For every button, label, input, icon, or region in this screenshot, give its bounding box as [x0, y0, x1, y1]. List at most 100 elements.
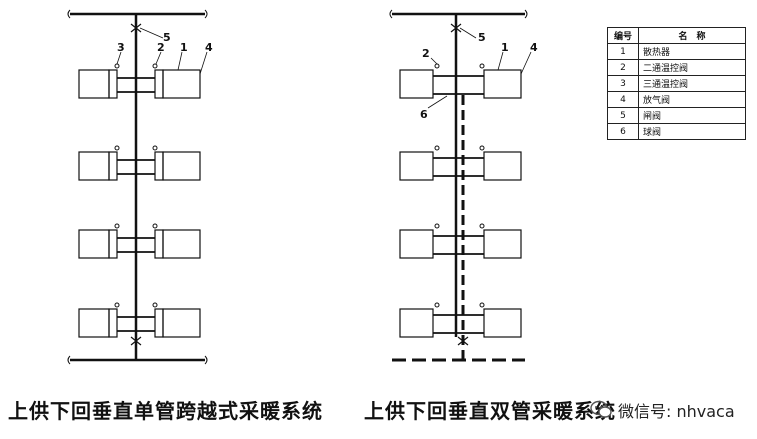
two-way-valve-icon [152, 302, 158, 308]
legend-table: 编号 名 称 1 散热器 2 二通温控阀 3 三通温控阀 4 放气阀 5 闸阀 … [607, 27, 746, 140]
three-way-valve-icon [114, 223, 120, 229]
legend-number: 3 [607, 75, 639, 92]
radiator-left [78, 229, 110, 259]
callout-leader [520, 51, 532, 75]
radiator-right [483, 308, 522, 338]
radiator-right [162, 69, 201, 99]
callout-label: 3 [117, 41, 125, 54]
callout-leader [177, 51, 183, 71]
radiator-left [399, 151, 434, 181]
radiator-right [162, 151, 201, 181]
three-way-valve-icon [114, 302, 120, 308]
two-way-valve-icon [479, 302, 485, 308]
legend-name: 二通温控阀 [638, 59, 746, 76]
legend-row: 6 球阀 [607, 123, 746, 140]
radiator-left [399, 308, 434, 338]
left-bottom-gate-valve [130, 336, 142, 346]
callout-label: 4 [205, 41, 213, 54]
radiator-left [399, 69, 434, 99]
right-floor-4 [399, 302, 522, 338]
caption-single-pipe-system: 上供下回垂直单管跨越式采暖系统 [8, 399, 323, 423]
watermark-text: 微信号: nhvaca [618, 402, 735, 421]
radiator-right [483, 69, 522, 99]
two-way-valve-icon [152, 145, 158, 151]
radiator-left [399, 229, 434, 259]
radiator-left [78, 308, 110, 338]
legend-row: 2 二通温控阀 [607, 59, 746, 76]
callout-leader [430, 57, 438, 65]
legend-name: 散热器 [638, 43, 746, 60]
left-floor-3 [78, 223, 201, 259]
callout-leader [459, 27, 477, 39]
two-way-valve-icon [434, 223, 440, 229]
left-return-main-break-left [67, 355, 71, 365]
right-top-gate-valve [450, 23, 462, 33]
three-way-valve-icon [114, 145, 120, 151]
radiator-right [162, 308, 201, 338]
callout-leader [427, 95, 448, 109]
left-floor-1 [78, 63, 201, 99]
callout-label: 5 [478, 31, 486, 44]
callout-label: 1 [501, 41, 509, 54]
callout-leader [116, 51, 122, 65]
radiator-left-inner [108, 69, 118, 99]
legend-header-number: 编号 [607, 27, 639, 44]
right-supply-main-break-left [389, 9, 393, 19]
two-way-valve-icon [152, 223, 158, 229]
callout-label: 5 [163, 31, 171, 44]
legend-row: 5 闸阀 [607, 107, 746, 124]
legend-row: 4 放气阀 [607, 91, 746, 108]
watermark: 微信号: nhvaca [590, 398, 735, 422]
legend-number: 6 [607, 123, 639, 140]
two-way-valve-icon [479, 145, 485, 151]
radiator-left [78, 151, 110, 181]
legend-row: 1 散热器 [607, 43, 746, 60]
callout-label: 2 [422, 47, 430, 60]
legend-name: 放气阀 [638, 91, 746, 108]
left-supply-main-break-left [67, 9, 71, 19]
callout-leader [155, 51, 162, 65]
callout-leader [497, 51, 504, 71]
two-way-valve-icon [479, 63, 485, 69]
radiator-right-inner [154, 308, 164, 338]
left-floor-2 [78, 145, 201, 181]
left-return-main-break-right [204, 355, 208, 365]
legend-number: 5 [607, 107, 639, 124]
right-floor-3 [399, 223, 522, 259]
two-way-valve-icon [479, 223, 485, 229]
legend-name: 球阀 [638, 123, 746, 140]
radiator-left [78, 69, 110, 99]
callout-leader [139, 27, 164, 39]
left-top-gate-valve [130, 23, 142, 33]
legend-name: 闸阀 [638, 107, 746, 124]
radiator-right-inner [154, 69, 164, 99]
callout-label: 1 [180, 41, 188, 54]
two-way-valve-icon [152, 63, 158, 69]
callout-label: 4 [530, 41, 538, 54]
caption-two-pipe-system: 上供下回垂直双管采暖系统 [364, 399, 616, 423]
radiator-right [483, 229, 522, 259]
legend-header-name: 名 称 [638, 27, 746, 44]
left-callouts: 3 5 2 1 4 [117, 31, 213, 54]
two-pipe-system [389, 9, 532, 362]
three-way-valve-icon [114, 63, 120, 69]
radiator-left-inner [108, 151, 118, 181]
right-callouts: 2 5 1 4 6 [420, 31, 538, 121]
callout-leader [199, 51, 208, 75]
radiator-right-inner [154, 229, 164, 259]
radiator-right-inner [154, 151, 164, 181]
two-way-valve-icon [434, 145, 440, 151]
legend-number: 1 [607, 43, 639, 60]
single-pipe-bypass-system [67, 9, 208, 365]
wechat-icon [590, 400, 612, 420]
two-way-valve-icon [434, 302, 440, 308]
right-supply-main-break-right [524, 9, 528, 19]
left-supply-main-break-right [204, 9, 208, 19]
two-way-valve-icon [434, 63, 440, 69]
legend-number: 2 [607, 59, 639, 76]
right-floor-2 [399, 145, 522, 181]
radiator-left-inner [108, 308, 118, 338]
legend-name: 三通温控阀 [638, 75, 746, 92]
callout-label: 2 [157, 41, 165, 54]
legend-header-row: 编号 名 称 [607, 27, 746, 44]
